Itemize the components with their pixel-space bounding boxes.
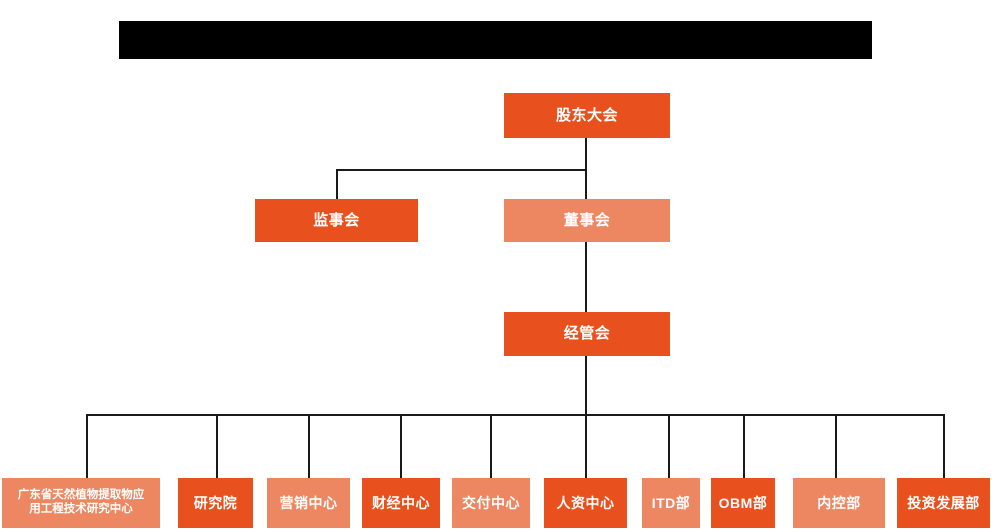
node-research-institute[interactable]: 研究院 <box>178 478 253 528</box>
redacted-title-bar <box>119 21 872 59</box>
connector-management-stem <box>585 356 587 416</box>
node-hr-center[interactable]: 人资中心 <box>544 478 627 528</box>
connector-drop-marketing-center <box>308 414 310 478</box>
connector-drop-obm-dept <box>743 414 745 478</box>
node-obm-dept[interactable]: OBM部 <box>711 478 775 528</box>
node-finance-center[interactable]: 财经中心 <box>362 478 440 528</box>
node-shareholders[interactable]: 股东大会 <box>504 93 670 138</box>
node-supervisors[interactable]: 监事会 <box>255 199 418 242</box>
node-research-center-line2: 用工程技术研究中心 <box>29 503 133 515</box>
node-management[interactable]: 经管会 <box>504 312 670 356</box>
connector-drop-supervisors <box>336 169 338 200</box>
connector-drop-research-institute <box>216 414 218 478</box>
node-delivery-center[interactable]: 交付中心 <box>452 478 530 528</box>
connector-drop-research-center <box>86 414 88 478</box>
connector-shareholders-stem <box>585 138 587 170</box>
connector-directors-to-management <box>585 242 587 312</box>
node-marketing-center[interactable]: 营销中心 <box>267 478 350 528</box>
node-investment-development-dept[interactable]: 投资发展部 <box>897 478 990 528</box>
connector-drop-itd-dept <box>668 414 670 478</box>
node-research-center-line1: 广东省天然植物提取物应 <box>17 489 145 502</box>
connector-drop-hr-center <box>585 414 587 478</box>
connector-drop-finance-center <box>400 414 402 478</box>
connector-drop-internal-control-dept <box>835 414 837 478</box>
connector-drop-investment-development-dept <box>943 414 945 478</box>
connector-drop-delivery-center <box>490 414 492 478</box>
node-internal-control-dept[interactable]: 内控部 <box>793 478 885 528</box>
connector-drop-directors <box>585 169 587 200</box>
node-directors[interactable]: 董事会 <box>504 199 670 242</box>
node-itd-dept[interactable]: ITD部 <box>642 478 700 528</box>
node-research-center[interactable]: 广东省天然植物提取物应 用工程技术研究中心 <box>2 478 160 528</box>
connector-level2-bus <box>336 169 587 171</box>
connector-level4-bus <box>86 414 944 416</box>
